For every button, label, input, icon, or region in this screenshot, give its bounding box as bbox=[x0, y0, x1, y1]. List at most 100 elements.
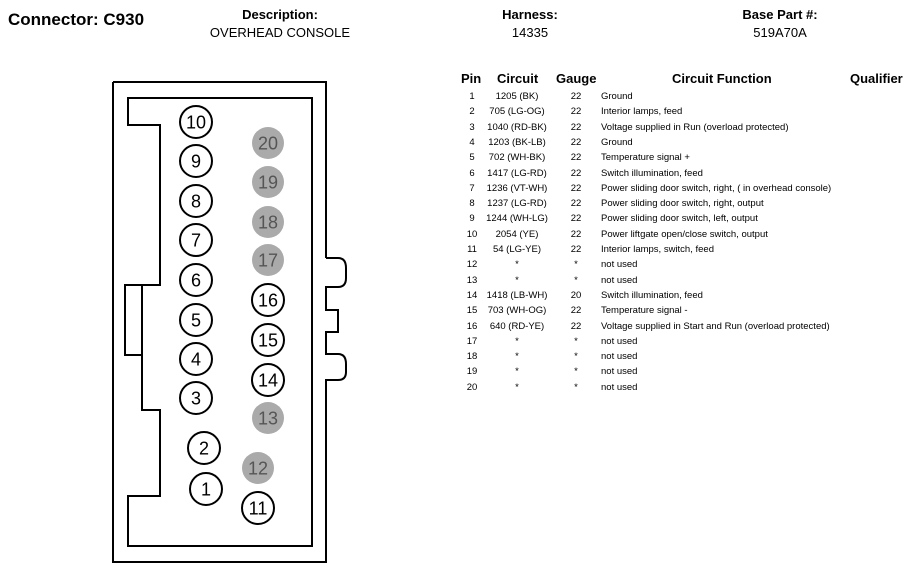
pin-cell: 19 bbox=[466, 366, 478, 378]
circuit-cell: 705 (LG-OG) bbox=[489, 106, 545, 118]
pin-label: 16 bbox=[258, 291, 278, 311]
pin-circle bbox=[187, 431, 221, 465]
gauge-cell: 22 bbox=[570, 152, 582, 164]
pin-label: 17 bbox=[258, 251, 278, 271]
gauge-cell: 22 bbox=[570, 121, 582, 133]
pin-cell: 13 bbox=[466, 274, 478, 286]
pin-cell: 2 bbox=[469, 106, 475, 118]
connector-pin-8: 8 bbox=[179, 184, 213, 218]
base-part-block: Base Part #: 519A70A bbox=[725, 7, 835, 40]
circuit-cell: * bbox=[515, 274, 519, 286]
pin-label: 20 bbox=[258, 134, 278, 154]
connector-pin-13: 13 bbox=[252, 402, 284, 434]
function-cell: Power sliding door switch, right, ( in o… bbox=[601, 182, 832, 194]
pin-label: 3 bbox=[191, 389, 201, 409]
circuit-cell: 2054 (YE) bbox=[495, 228, 539, 240]
circuit-cell: 1417 (LG-RD) bbox=[487, 167, 547, 179]
gauge-cell: 22 bbox=[570, 213, 582, 225]
pin-circle bbox=[179, 105, 213, 139]
pin-cell: 14 bbox=[466, 289, 478, 301]
connector-pin-17: 17 bbox=[252, 244, 284, 276]
gauge-cell: * bbox=[574, 381, 578, 393]
pin-cell: 5 bbox=[469, 152, 475, 164]
circuit-cell: 1418 (LB-WH) bbox=[486, 289, 548, 301]
function-cell: Ground bbox=[601, 136, 633, 148]
connector-pin-7: 7 bbox=[179, 223, 213, 257]
pin-circle bbox=[252, 206, 284, 238]
housing-inner-wall bbox=[127, 97, 313, 547]
circuit-cell: 54 (LG-YE) bbox=[492, 244, 542, 255]
circuit-cell: 1244 (WH-LG) bbox=[486, 213, 548, 225]
pin-label: 1 bbox=[201, 480, 211, 500]
pin-cell: 18 bbox=[466, 351, 478, 363]
function-cell: Power sliding door switch, left, output bbox=[601, 213, 758, 225]
connector-pin-1: 1 bbox=[189, 472, 223, 506]
function-cell: not used bbox=[601, 274, 638, 286]
connector-pin-18: 18 bbox=[252, 206, 284, 238]
pin-circle bbox=[252, 166, 284, 198]
pin-cell: 1 bbox=[469, 91, 475, 102]
connector-pin-10: 10 bbox=[179, 105, 213, 139]
harness-label: Harness: bbox=[502, 7, 558, 22]
connector-pin-16: 16 bbox=[251, 283, 285, 317]
connector-pin-3: 3 bbox=[179, 381, 213, 415]
pin-cell: 17 bbox=[466, 335, 478, 347]
connector-pin-12: 12 bbox=[242, 452, 274, 484]
column-header-qualifier: Qualifier bbox=[850, 71, 903, 86]
pin-cell: 12 bbox=[466, 259, 478, 271]
pin-cell: 16 bbox=[466, 320, 478, 332]
circuit-cell: 640 (RD-YE) bbox=[489, 320, 545, 332]
pin-label: 7 bbox=[191, 231, 201, 251]
pin-label: 6 bbox=[191, 271, 201, 291]
function-cell: Interior lamps, feed bbox=[601, 106, 683, 118]
pin-circle bbox=[242, 452, 274, 484]
connector-pin-19: 19 bbox=[252, 166, 284, 198]
gauge-cell: 22 bbox=[570, 320, 582, 332]
pin-cell: 6 bbox=[469, 167, 475, 179]
gauge-cell: * bbox=[574, 351, 578, 363]
pin-circle bbox=[179, 381, 213, 415]
circuit-cell: 702 (WH-BK) bbox=[488, 152, 546, 164]
circuit-cell: * bbox=[515, 366, 519, 378]
circuit-cell: * bbox=[515, 381, 519, 393]
circuit-cell: 1203 (BK-LB) bbox=[488, 136, 546, 148]
circuit-cell: * bbox=[515, 335, 519, 347]
gauge-cell: 22 bbox=[570, 136, 582, 148]
pin-label: 2 bbox=[199, 439, 209, 459]
pin-cell: 20 bbox=[466, 381, 478, 393]
pin-label: 5 bbox=[191, 311, 201, 331]
pin-cell: 11 bbox=[467, 244, 477, 255]
connector-title: Connector: C930 bbox=[8, 10, 145, 29]
connector-pin-4: 4 bbox=[179, 342, 213, 376]
circuit-cell: 1040 (RD-BK) bbox=[487, 121, 547, 133]
connector-pin-6: 6 bbox=[179, 263, 213, 297]
pin-circle bbox=[251, 363, 285, 397]
connector-pin-15: 15 bbox=[251, 323, 285, 357]
pin-circle bbox=[251, 323, 285, 357]
gauge-cell: 22 bbox=[570, 182, 582, 194]
connector-pin-14: 14 bbox=[251, 363, 285, 397]
pin-cell: 4 bbox=[469, 136, 475, 148]
gauge-cell: * bbox=[574, 259, 578, 271]
gauge-cell: * bbox=[574, 274, 578, 286]
column-header-circuit-function: Circuit Function bbox=[672, 71, 772, 86]
connector-pin-20: 20 bbox=[252, 127, 284, 159]
base-part-label: Base Part #: bbox=[742, 7, 818, 22]
circuit-cell: * bbox=[515, 351, 519, 363]
pin-label: 13 bbox=[258, 409, 278, 429]
pin-label: 12 bbox=[248, 459, 268, 479]
pin-cell: 8 bbox=[469, 198, 475, 210]
circuit-cell: 1205 (BK) bbox=[495, 91, 539, 102]
pin-circle bbox=[251, 283, 285, 317]
pin-label: 15 bbox=[258, 331, 278, 351]
gauge-cell: 22 bbox=[570, 244, 582, 255]
pin-label: 14 bbox=[258, 371, 278, 391]
function-cell: Interior lamps, switch, feed bbox=[601, 244, 714, 255]
column-header-circuit: Circuit bbox=[497, 71, 539, 86]
circuit-cell: * bbox=[515, 259, 519, 271]
function-cell: Switch illumination, feed bbox=[601, 167, 703, 179]
description-label: Description: bbox=[242, 7, 318, 22]
pin-circle bbox=[179, 144, 213, 178]
column-header-pin: Pin bbox=[461, 71, 482, 86]
function-cell: Ground bbox=[601, 91, 633, 102]
